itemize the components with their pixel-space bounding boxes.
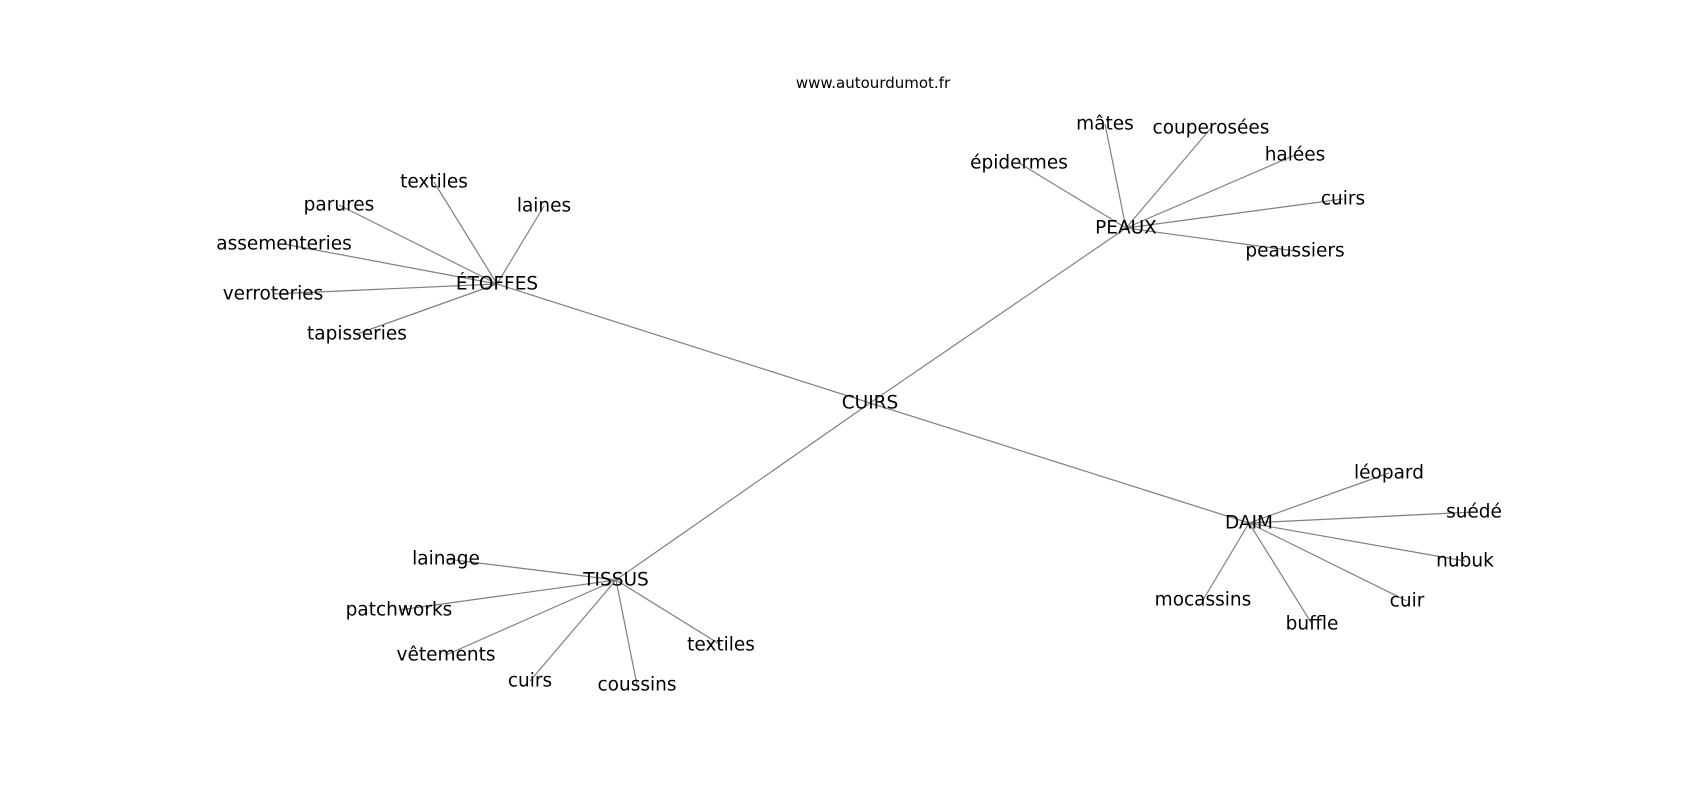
edge-daim-5 [1202, 522, 1250, 601]
edge-center-daim [869, 402, 1250, 524]
leaf-word[interactable]: suédé [1446, 502, 1502, 523]
leaf-word[interactable]: laines [517, 196, 571, 217]
leaf-word[interactable]: textiles [400, 172, 468, 193]
edge-peaux-3 [1125, 154, 1296, 229]
edge-tissus-1 [398, 579, 617, 611]
edge-peaux-5 [1125, 227, 1296, 252]
edge-center-tissus [615, 402, 871, 581]
hub-word-peaux[interactable]: PEAUX [1095, 218, 1157, 239]
center-word[interactable]: CUIRS [842, 393, 899, 414]
edge-tissus-3 [529, 579, 617, 682]
leaf-word[interactable]: mâtes [1076, 114, 1134, 135]
edges-layer [272, 123, 1475, 686]
edge-tissus-0 [445, 558, 617, 581]
edge-daim-3 [1248, 522, 1408, 602]
labels-layer: CUIRS ÉTOFFES textiles laines parures assemen… [216, 114, 1502, 696]
leaf-word[interactable]: parures [304, 195, 375, 216]
edge-peaux-1 [1125, 127, 1212, 229]
edge-etoffes-2 [338, 204, 498, 285]
edge-peaux-2 [1018, 162, 1127, 229]
leaf-word[interactable]: léopard [1354, 463, 1424, 484]
edge-daim-0 [1248, 472, 1390, 524]
leaf-word[interactable]: vêtements [397, 645, 496, 666]
leaf-word[interactable]: assementeries [216, 234, 352, 255]
leaf-word[interactable]: halées [1265, 145, 1326, 166]
leaf-word[interactable]: nubuk [1436, 551, 1494, 572]
edge-peaux-0 [1104, 123, 1127, 229]
leaf-word[interactable]: peaussiers [1245, 241, 1344, 262]
leaf-word[interactable]: textiles [687, 635, 755, 656]
leaf-word[interactable]: épidermes [970, 153, 1068, 174]
leaf-word[interactable]: tapisseries [307, 324, 407, 345]
edge-center-etoffes [496, 283, 871, 404]
edge-etoffes-1 [496, 205, 545, 285]
edge-daim-4 [1248, 522, 1313, 625]
edge-etoffes-5 [356, 283, 498, 335]
leaf-word[interactable]: couperosées [1153, 118, 1270, 139]
leaf-word[interactable]: cuir [1390, 591, 1425, 612]
edge-tissus-4 [615, 579, 638, 686]
source-label: www.autourdumot.fr [796, 74, 951, 92]
leaf-word[interactable]: verroteries [223, 284, 324, 305]
leaf-word[interactable]: coussins [598, 675, 677, 696]
leaf-word[interactable]: patchworks [346, 600, 453, 621]
edge-etoffes-4 [272, 283, 498, 295]
leaf-word[interactable]: buffle [1286, 614, 1339, 635]
hub-word-etoffes[interactable]: ÉTOFFES [456, 273, 538, 295]
edge-daim-1 [1248, 511, 1475, 524]
edge-center-peaux [869, 227, 1127, 404]
leaf-word[interactable]: mocassins [1155, 590, 1252, 611]
edge-tissus-2 [445, 579, 617, 656]
edge-daim-2 [1248, 522, 1466, 562]
hub-word-tissus[interactable]: TISSUS [582, 570, 649, 591]
leaf-word[interactable]: cuirs [1321, 189, 1365, 210]
hub-word-daim[interactable]: DAIM [1225, 513, 1273, 534]
leaf-word[interactable]: cuirs [508, 671, 552, 692]
edge-peaux-4 [1125, 198, 1344, 229]
edge-etoffes-0 [433, 181, 498, 285]
edge-tissus-5 [615, 579, 722, 646]
edge-etoffes-3 [283, 243, 498, 285]
leaf-word[interactable]: lainage [412, 549, 480, 570]
